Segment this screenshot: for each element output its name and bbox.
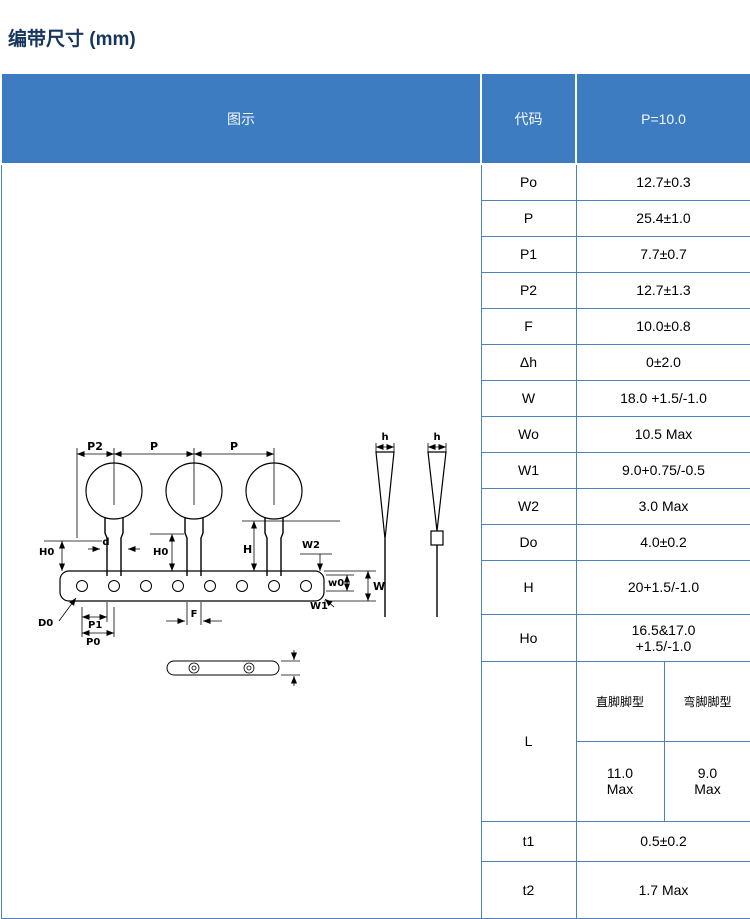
- value-cell: 20+1.5/-1.0: [576, 560, 750, 614]
- header-code: 代码: [481, 73, 576, 164]
- l-value-cell: 直脚脚型 弯脚脚型 11.0 Max 9.0 Max: [576, 661, 750, 821]
- dim-label-p0: P0: [86, 637, 100, 648]
- dim-label-p: P: [230, 440, 238, 453]
- value-cell: 4.0±0.2: [576, 524, 750, 560]
- value-cell: 12.7±1.3: [576, 272, 750, 308]
- code-cell: Do: [481, 524, 576, 560]
- code-cell: Wo: [481, 416, 576, 452]
- title-bar: 编带尺寸 (mm): [0, 0, 750, 72]
- height-dimensions: H0 d H0 H W2: [39, 521, 340, 571]
- l-subheader-bent: 弯脚脚型: [664, 662, 750, 742]
- dim-label-w1: W1: [310, 601, 328, 612]
- dim-label-d: d: [102, 537, 109, 548]
- code-cell: W2: [481, 488, 576, 524]
- value-cell: 3.0 Max: [576, 488, 750, 524]
- header-value: P=10.0: [576, 73, 750, 164]
- tape-dimension-diagram: P2 P P H0 d H0 H W2: [2, 421, 480, 701]
- tape-top-view: [167, 650, 300, 686]
- tape-dimensions-table: 图示 代码 P=10.0: [0, 72, 750, 919]
- code-cell: P2: [481, 272, 576, 308]
- code-cell: W: [481, 380, 576, 416]
- value-cell: 0±2.0: [576, 344, 750, 380]
- l-value-bent: 9.0 Max: [664, 741, 750, 821]
- dim-label-w2: W2: [302, 540, 320, 551]
- dim-label-h: H: [243, 543, 252, 556]
- value-cell: 12.7±0.3: [576, 164, 750, 200]
- dim-label-p2: P2: [87, 440, 103, 453]
- code-cell: F: [481, 308, 576, 344]
- value-cell: 0.5±0.2: [576, 821, 750, 861]
- diagram-cell: P2 P P H0 d H0 H W2: [1, 164, 481, 918]
- code-cell: Δh: [481, 344, 576, 380]
- value-cell: 10.5 Max: [576, 416, 750, 452]
- l-subtable: 直脚脚型 弯脚脚型 11.0 Max 9.0 Max: [577, 662, 750, 821]
- side-view-components: h h: [376, 432, 446, 617]
- header-diagram: 图示: [1, 73, 481, 164]
- dim-label-w0: w0: [328, 578, 344, 589]
- code-cell: L: [481, 661, 576, 821]
- value-cell: 25.4±1.0: [576, 200, 750, 236]
- dim-label-h-small: h: [433, 432, 440, 443]
- page-title: 编带尺寸 (mm): [8, 29, 136, 50]
- dim-label-h-small: h: [381, 432, 388, 443]
- code-cell: P1: [481, 236, 576, 272]
- component-leads: [105, 517, 283, 576]
- value-cell: 9.0+0.75/-0.5: [576, 452, 750, 488]
- dim-label-h0: H0: [39, 547, 54, 558]
- dim-label-w: W: [373, 580, 385, 593]
- bottom-dimensions: D0 P1 P0 F: [38, 598, 222, 648]
- code-cell: t2: [481, 861, 576, 918]
- dim-label-d0: D0: [38, 618, 53, 629]
- dim-label-h0: H0: [153, 547, 168, 558]
- carrier-tape: [60, 571, 324, 601]
- value-cell: 10.0±0.8: [576, 308, 750, 344]
- l-subheader-straight: 直脚脚型: [577, 662, 664, 742]
- code-cell: Po: [481, 164, 576, 200]
- dim-label-f: F: [191, 609, 198, 620]
- code-cell: P: [481, 200, 576, 236]
- dim-label-p: P: [150, 440, 158, 453]
- value-cell: 7.7±0.7: [576, 236, 750, 272]
- diagram-wrapper: P2 P P H0 d H0 H W2: [2, 181, 481, 704]
- code-cell: W1: [481, 452, 576, 488]
- table-row: P2 P P H0 d H0 H W2: [1, 164, 750, 200]
- table-header-row: 图示 代码 P=10.0: [1, 73, 750, 164]
- value-cell: 18.0 +1.5/-1.0: [576, 380, 750, 416]
- code-cell: t1: [481, 821, 576, 861]
- l-value-straight: 11.0 Max: [577, 741, 664, 821]
- dim-label-p1: P1: [88, 620, 102, 631]
- code-cell: H: [481, 560, 576, 614]
- value-cell: 1.7 Max: [576, 861, 750, 918]
- code-cell: Ho: [481, 614, 576, 661]
